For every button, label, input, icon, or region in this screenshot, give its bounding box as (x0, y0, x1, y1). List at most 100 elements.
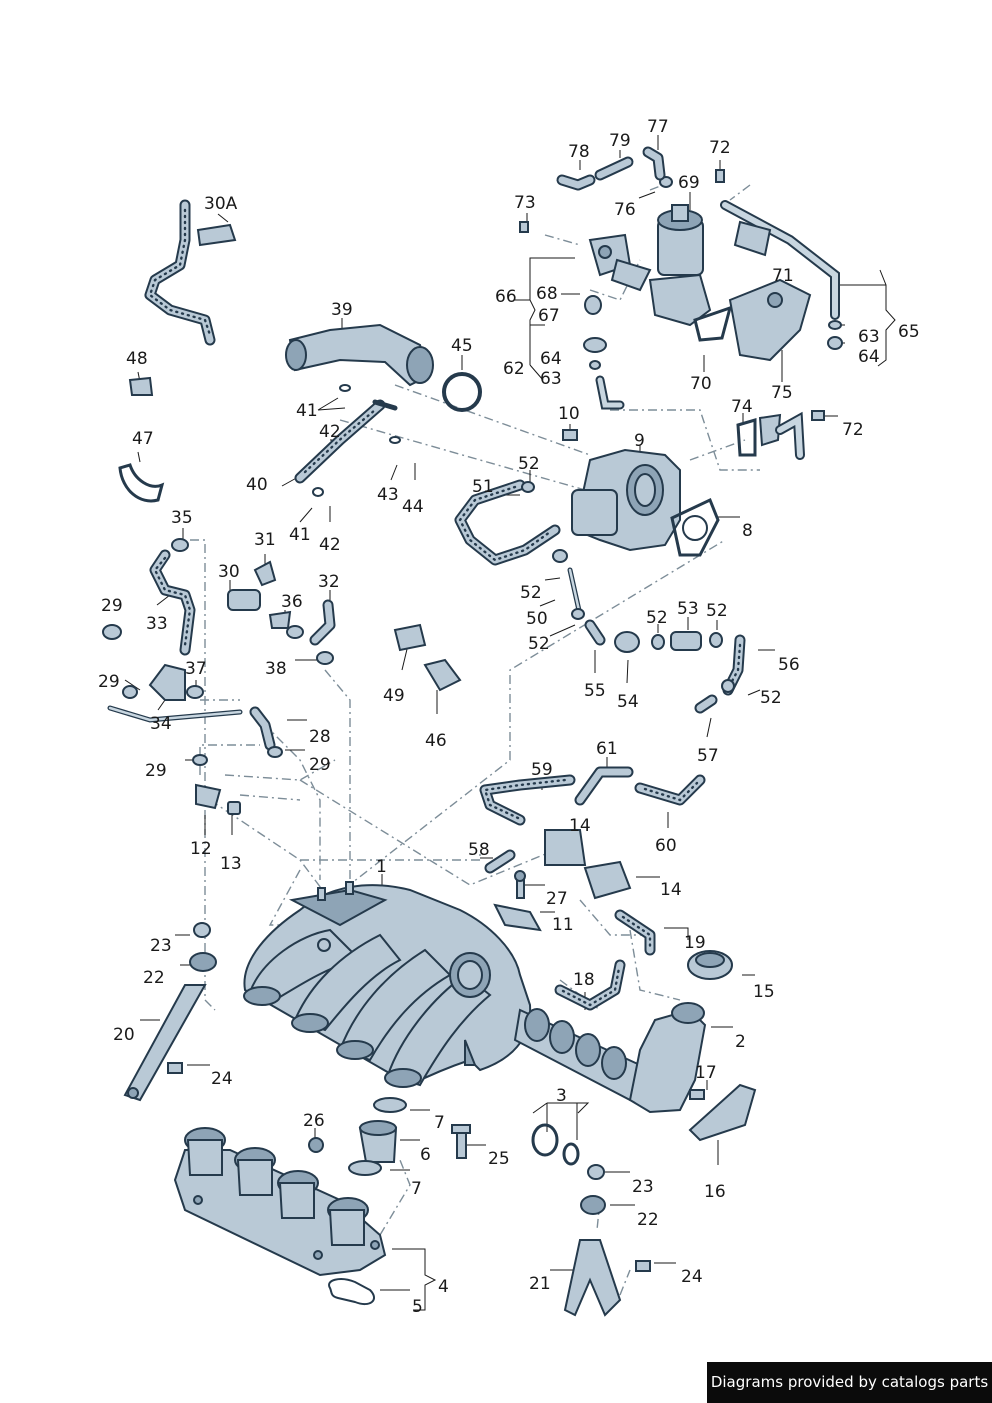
callout-5: 5 (412, 1297, 423, 1317)
callout-66: 66 (495, 287, 517, 307)
callout-74: 74 (731, 397, 753, 417)
callout-1: 1 (376, 857, 387, 877)
callout-29-a: 29 (101, 596, 123, 616)
callout-52-c: 52 (528, 634, 550, 654)
callout-69: 69 (678, 173, 700, 193)
egr-valve (588, 204, 712, 327)
callout-78: 78 (568, 142, 590, 162)
callout-62: 62 (503, 359, 525, 379)
callout-14-upper: 14 (569, 816, 591, 836)
callout-22-right: 22 (637, 1210, 659, 1230)
callout-42-upper: 42 (319, 422, 341, 442)
callout-72-lower: 72 (842, 420, 864, 440)
support-brackets (123, 922, 622, 1317)
callout-14-lower: 14 (660, 880, 682, 900)
air-intake-duct (285, 323, 482, 412)
callout-42-lower: 42 (319, 535, 341, 555)
callout-48: 48 (126, 349, 148, 369)
throttle-body (571, 448, 720, 557)
flange-gasket (328, 1278, 375, 1306)
callout-6: 6 (420, 1145, 431, 1165)
callout-16: 16 (704, 1182, 726, 1202)
callout-21: 21 (529, 1274, 551, 1294)
small-components (102, 223, 735, 932)
callout-labels: 1 2 3 4 5 6 7 7 8 9 10 11 12 13 14 14 15… (98, 117, 920, 1317)
callout-46: 46 (425, 731, 447, 751)
callout-56: 56 (778, 655, 800, 675)
callout-72-upper: 72 (709, 138, 731, 158)
callout-32: 32 (318, 572, 340, 592)
callout-60: 60 (655, 836, 677, 856)
callout-12: 12 (190, 839, 212, 859)
callout-9: 9 (634, 431, 645, 451)
callout-52-a: 52 (518, 454, 540, 474)
bolts (167, 429, 705, 1272)
callout-26: 26 (303, 1111, 325, 1131)
callout-18: 18 (573, 970, 595, 990)
callout-38: 38 (265, 659, 287, 679)
callout-29-c: 29 (145, 761, 167, 781)
callout-64-left: 64 (540, 349, 562, 369)
callout-7-lower: 7 (411, 1179, 422, 1199)
callout-51: 51 (472, 477, 494, 497)
callout-31: 31 (254, 530, 276, 550)
callout-4: 4 (438, 1277, 449, 1297)
callout-28: 28 (309, 727, 331, 747)
callout-61: 61 (596, 739, 618, 759)
callout-76: 76 (614, 200, 636, 220)
callout-2: 2 (735, 1032, 746, 1052)
callout-30A: 30A (204, 194, 238, 214)
callout-30: 30 (218, 562, 240, 582)
callout-50: 50 (526, 609, 548, 629)
callout-52-e: 52 (706, 601, 728, 621)
callout-24-left: 24 (211, 1069, 233, 1089)
callout-55: 55 (584, 681, 606, 701)
callout-20: 20 (113, 1025, 135, 1045)
callout-65: 65 (898, 322, 920, 342)
callout-29-b: 29 (98, 672, 120, 692)
credit-banner: Diagrams provided by catalogs parts (707, 1362, 992, 1403)
callout-36: 36 (281, 592, 303, 612)
intake-flap-shaft (513, 1002, 707, 1114)
callout-24-right: 24 (681, 1267, 703, 1287)
callout-41-upper: 41 (296, 401, 318, 421)
egr-pipe (519, 169, 843, 460)
callout-75: 75 (771, 383, 793, 403)
breather-pipe (294, 384, 401, 497)
callout-45: 45 (451, 336, 473, 356)
engine-cover-parts (687, 950, 757, 1142)
callout-19: 19 (684, 933, 706, 953)
vacuum-hoses (107, 146, 746, 1011)
callout-41-lower: 41 (289, 525, 311, 545)
callout-64-right: 64 (858, 347, 880, 367)
callout-29-d: 29 (309, 755, 331, 775)
callout-58: 58 (468, 840, 490, 860)
callout-52-f: 52 (760, 688, 782, 708)
manifold-lower-flange (173, 1127, 387, 1277)
callout-40: 40 (246, 475, 268, 495)
callout-23-left: 23 (150, 936, 172, 956)
intake-manifold (243, 881, 532, 1088)
callout-44: 44 (402, 497, 424, 517)
callout-43: 43 (377, 485, 399, 505)
callout-37: 37 (185, 659, 207, 679)
callout-59: 59 (531, 760, 553, 780)
callout-8: 8 (742, 521, 753, 541)
callout-63-left: 63 (540, 369, 562, 389)
callout-67: 67 (538, 306, 560, 326)
callout-63-right: 63 (858, 327, 880, 347)
callout-35: 35 (171, 508, 193, 528)
callout-47: 47 (132, 429, 154, 449)
callout-79: 79 (609, 131, 631, 151)
callout-13: 13 (220, 854, 242, 874)
callout-68: 68 (536, 284, 558, 304)
callout-71: 71 (772, 266, 794, 286)
callout-77: 77 (647, 117, 669, 137)
callout-57: 57 (697, 746, 719, 766)
callout-27: 27 (546, 889, 568, 909)
callout-73: 73 (514, 193, 536, 213)
callout-49: 49 (383, 686, 405, 706)
callout-33: 33 (146, 614, 168, 634)
callout-52-d: 52 (646, 608, 668, 628)
callout-7-upper: 7 (434, 1113, 445, 1133)
